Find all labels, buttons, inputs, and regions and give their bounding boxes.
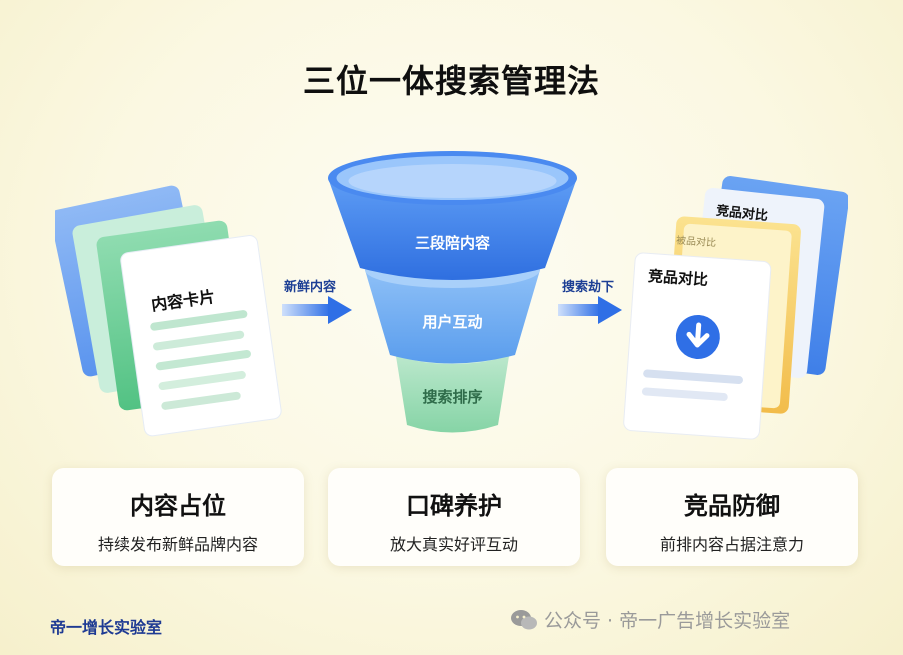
back-sheet-label: 竞品对比 <box>715 203 768 224</box>
arrow-right-icon <box>282 296 352 324</box>
funnel-tier-3-label: 搜索排序 <box>422 388 482 406</box>
page-title: 三位一体搜索管理法 <box>302 62 600 100</box>
card-content-placement: 内容占位 持续发布新鲜品牌内容 <box>52 468 304 566</box>
funnel-tier-3 <box>395 350 510 433</box>
funnel-tier-1-label: 三段陪内容 <box>415 234 490 252</box>
front-sheet <box>120 235 282 437</box>
funnel-tier-2-label: 用户互动 <box>422 313 482 331</box>
card-heading: 内容占位 <box>130 492 226 520</box>
front-sheet-label: 竞品对比 <box>648 267 709 289</box>
arrow-right-icon-2 <box>558 296 622 324</box>
funnel-tier-1 <box>328 178 577 280</box>
card-heading: 口碑养护 <box>406 492 502 520</box>
watermark: 公众号 · 帝一广告增长实验室 <box>510 606 790 633</box>
competitor-card-stack: 竞品对比 被品对比 竞品对比 <box>623 176 848 440</box>
funnel: 三段陪内容 用户互动 搜索排序 <box>328 151 577 433</box>
front-sheet <box>623 252 772 440</box>
watermark-text: 公众号 · 帝一广告增长实验室 <box>544 610 791 632</box>
card-subtitle: 放大真实好评互动 <box>389 535 518 554</box>
card-heading: 竞品防御 <box>684 492 780 520</box>
search-hijack-label: 搜索劫下 <box>562 280 615 295</box>
funnel-tier-2 <box>365 270 540 364</box>
wechat-icon <box>511 609 537 629</box>
card-subtitle: 前排内容占据注意力 <box>659 535 804 554</box>
brand-label: 帝一增长实验室 <box>50 618 163 637</box>
card-competitor-defense: 竞品防御 前排内容占据注意力 <box>606 468 858 566</box>
card-subtitle: 持续发布新鲜品牌内容 <box>97 535 258 554</box>
card-reputation-care: 口碑养护 放大真实好评互动 <box>328 468 580 566</box>
content-card-stack: 内容卡片 <box>55 185 282 437</box>
fresh-content-label: 新鲜内容 <box>284 280 337 295</box>
mid-sheet-label: 被品对比 <box>676 233 717 249</box>
